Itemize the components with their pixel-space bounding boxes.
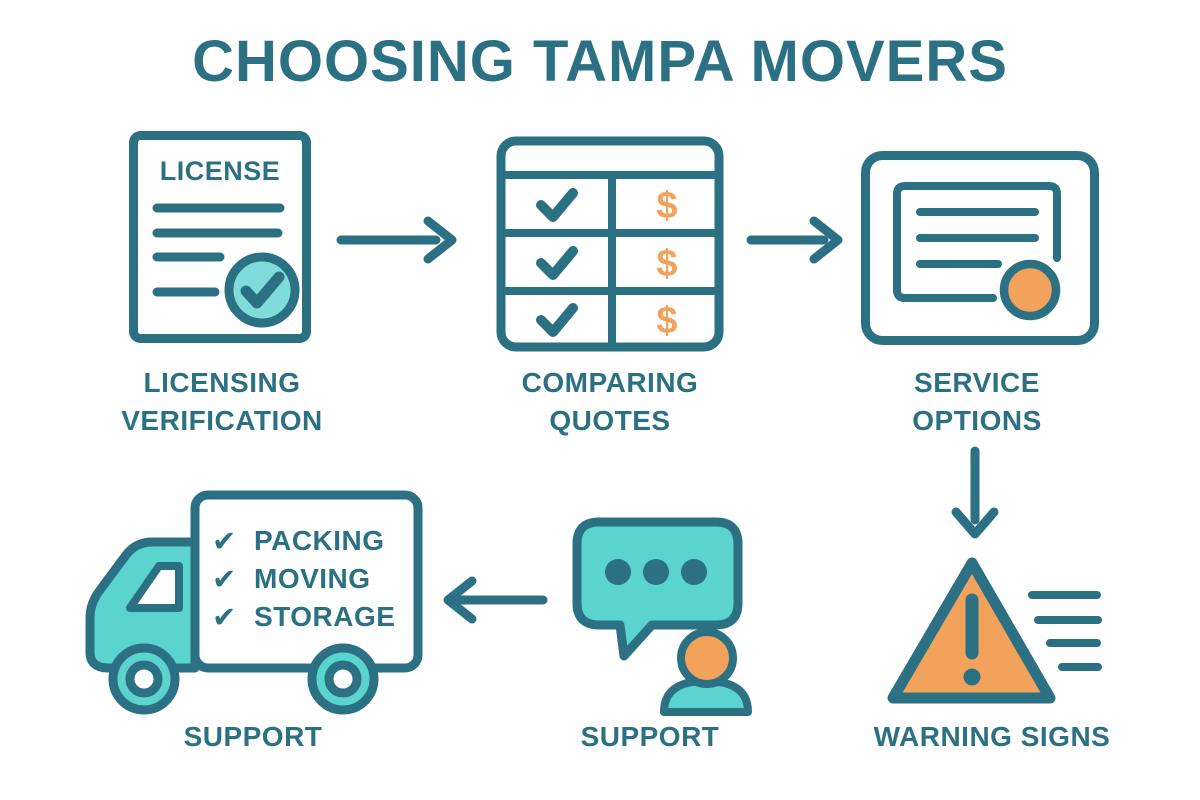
moving-truck-icon — [85, 490, 423, 715]
typing-dot — [605, 559, 631, 585]
truck-service-label: PACKING — [254, 525, 385, 556]
arrow-licensing-to-quotes-icon — [336, 216, 457, 264]
certificate-inner-border — [893, 182, 1061, 302]
comparison-table-icon: $ $ $ — [496, 136, 724, 352]
agent-head — [677, 628, 737, 688]
truck-wheel-hub — [324, 660, 362, 698]
check-icon: ✔ — [212, 600, 237, 634]
check-icon — [536, 188, 578, 222]
typing-dot — [681, 559, 707, 585]
truck-service-label: STORAGE — [254, 601, 396, 632]
dollar-sign: $ — [656, 243, 677, 285]
page-title: CHOOSING TAMPA MOVERS — [192, 29, 1008, 94]
truck-cargo-box — [190, 490, 423, 673]
step-label-licensing-verification: LICENSING VERIFICATION — [121, 367, 323, 436]
step-label-support-truck: SUPPORT — [183, 721, 323, 752]
arrow-service-to-warning-icon — [951, 446, 999, 539]
arrow-chat-to-truck-icon — [443, 576, 548, 624]
license-document-icon — [129, 131, 311, 343]
license-document-title: LICENSE — [159, 156, 281, 186]
dollar-sign: $ — [656, 185, 677, 227]
speech-bubble — [572, 517, 743, 661]
step-label-comparing-quotes: COMPARING QUOTES — [521, 367, 699, 436]
truck-service-label: MOVING — [254, 563, 371, 594]
check-icon — [240, 271, 285, 309]
check-icon: ✔ — [212, 524, 237, 558]
arrow-quotes-to-service-icon — [746, 216, 843, 264]
typing-dot — [643, 559, 669, 585]
step-label-warning-signs: WARNING SIGNS — [873, 721, 1111, 752]
certificate-icon — [861, 151, 1099, 345]
check-icon — [536, 246, 578, 280]
warning-triangle-icon — [887, 557, 1102, 704]
exclamation-dot — [963, 668, 981, 686]
truck-service-row: ✔ MOVING — [212, 560, 422, 598]
truck-window — [126, 562, 183, 612]
step-label-support-chat: SUPPORT — [580, 721, 720, 752]
truck-service-row: ✔ PACKING — [212, 522, 422, 560]
check-icon — [536, 303, 578, 337]
check-icon: ✔ — [212, 562, 237, 596]
truck-service-row: ✔ STORAGE — [212, 598, 422, 636]
chat-support-agent-icon — [572, 517, 752, 716]
truck-wheel-hub — [125, 660, 163, 698]
certificate-seal-circle — [999, 259, 1061, 321]
truck-services-list: ✔ PACKING ✔ MOVING ✔ STORAGE — [212, 522, 422, 636]
step-label-service-options: SERVICE OPTIONS — [912, 367, 1042, 436]
dollar-sign: $ — [656, 300, 677, 342]
